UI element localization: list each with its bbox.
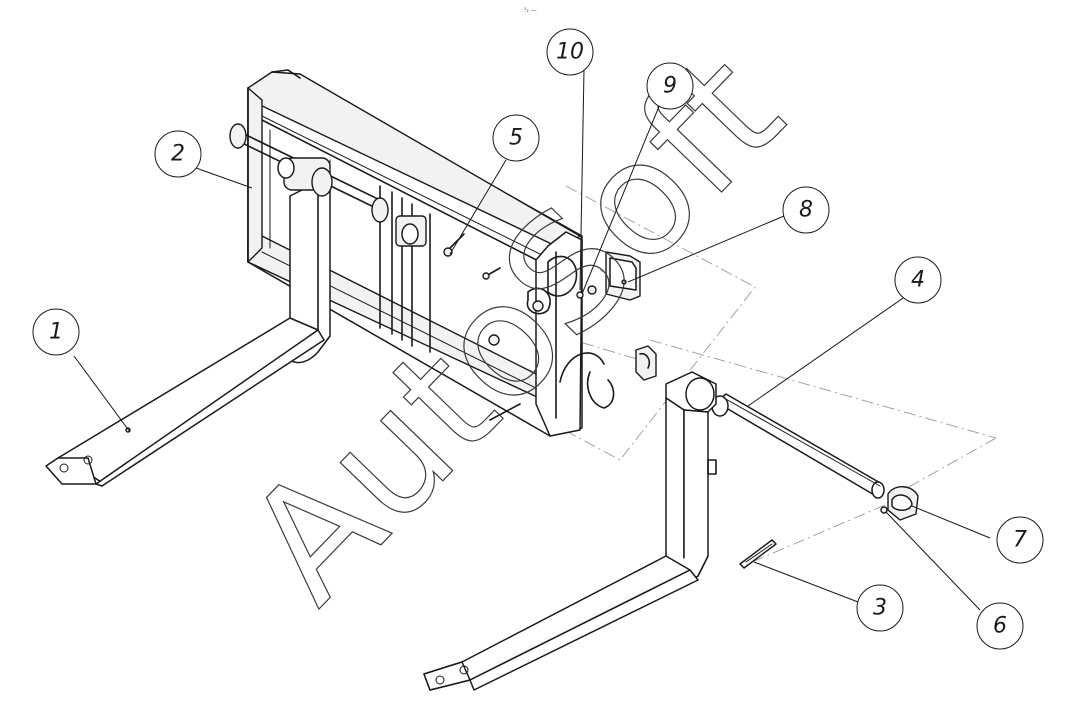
bolt-parts-9-10 xyxy=(532,285,597,312)
callout-1: 1 xyxy=(32,308,80,356)
callout-4-label: 4 xyxy=(911,268,925,293)
callout-9: 9 xyxy=(646,62,694,110)
callout-10: 10 xyxy=(546,28,594,76)
locking-pins xyxy=(371,197,521,421)
callout-1-label: 1 xyxy=(49,320,63,345)
callout-8: 8 xyxy=(782,186,830,234)
shaft-part-4 xyxy=(711,393,885,499)
callout-6-label: 6 xyxy=(993,614,1007,639)
callout-4: 4 xyxy=(894,256,942,304)
callout-2: 2 xyxy=(154,130,202,178)
right-fork xyxy=(423,371,717,691)
clamp-part-7 xyxy=(887,486,919,521)
shaft-clamp-upper xyxy=(635,345,657,381)
callout-7-label: 7 xyxy=(1013,528,1027,553)
callout-2-label: 2 xyxy=(171,142,185,167)
callout-5-label: 5 xyxy=(509,126,523,151)
callout-6: 6 xyxy=(976,602,1024,650)
block-part-8 xyxy=(605,251,641,301)
washer-part-6 xyxy=(880,506,888,514)
callout-9-label: 9 xyxy=(663,74,677,99)
callout-5: 5 xyxy=(492,114,540,162)
corner-mark: ⁵₂ — xyxy=(524,7,537,14)
callout-3-label: 3 xyxy=(873,596,887,621)
callout-3: 3 xyxy=(856,584,904,632)
callout-8-label: 8 xyxy=(799,198,813,223)
callout-leaders xyxy=(73,69,991,611)
cotter-pin-part-3 xyxy=(739,539,777,569)
callout-10-label: 10 xyxy=(556,40,584,65)
left-fork-part-1 xyxy=(45,157,333,487)
callout-7: 7 xyxy=(996,516,1044,564)
